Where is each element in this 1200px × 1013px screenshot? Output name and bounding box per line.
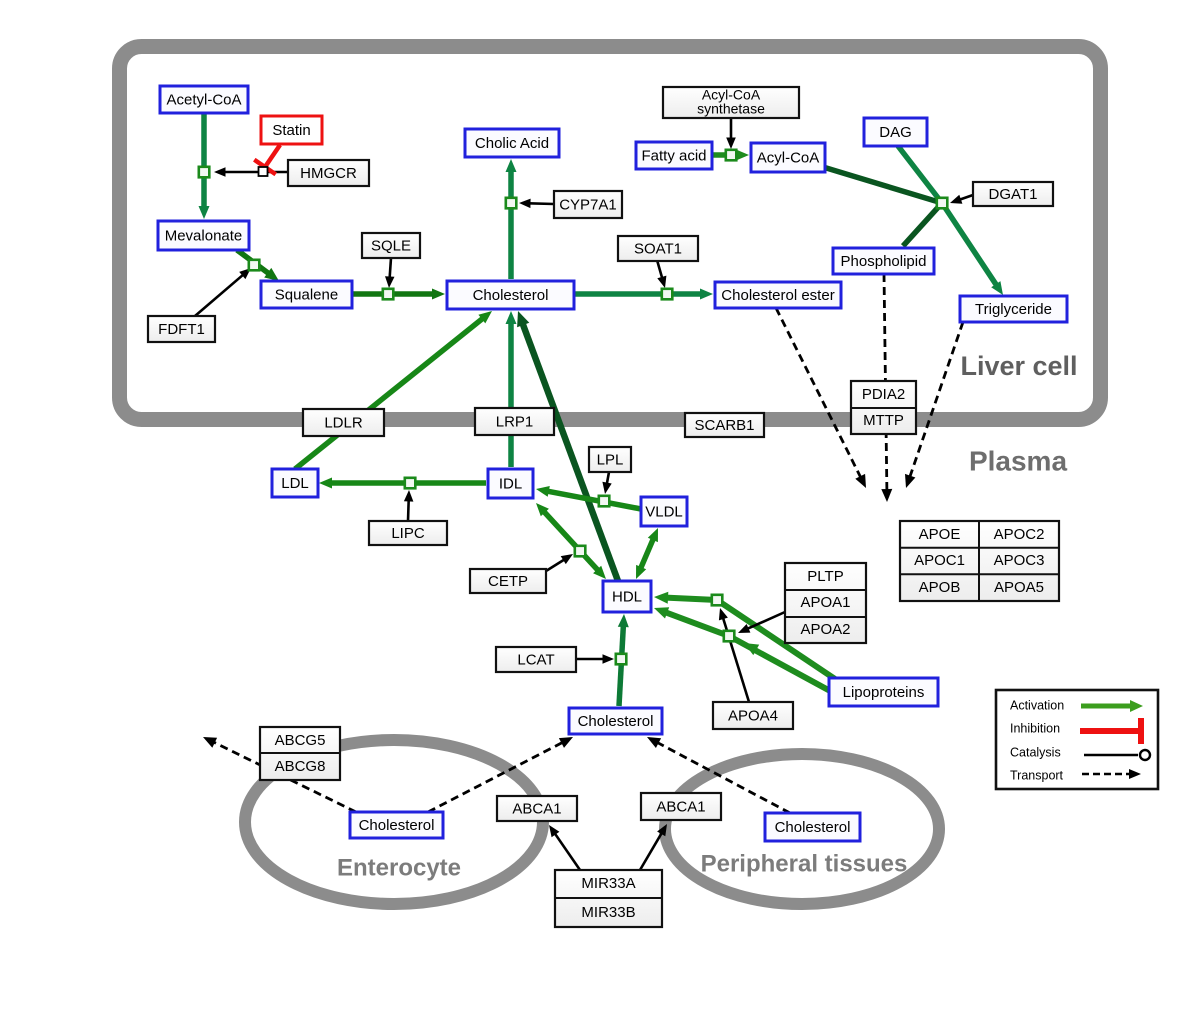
svg-text:LPL: LPL [597, 451, 624, 468]
svg-text:Cholic Acid: Cholic Acid [475, 135, 549, 152]
svg-text:LDLR: LDLR [324, 414, 363, 431]
svg-text:ABCG5: ABCG5 [275, 732, 326, 749]
svg-text:Peripheral tissues: Peripheral tissues [701, 850, 908, 877]
svg-text:APOC3: APOC3 [994, 552, 1045, 569]
svg-text:Catalysis: Catalysis [1010, 745, 1061, 759]
svg-text:LRP1: LRP1 [496, 413, 534, 430]
svg-text:Transport: Transport [1010, 768, 1064, 782]
svg-text:Plasma: Plasma [969, 445, 1067, 476]
svg-text:Liver cell: Liver cell [960, 351, 1077, 381]
svg-text:ABCA1: ABCA1 [512, 800, 561, 817]
svg-text:Triglyceride: Triglyceride [975, 301, 1052, 318]
svg-text:IDL: IDL [499, 475, 522, 492]
svg-text:Mevalonate: Mevalonate [165, 227, 243, 244]
svg-text:Cholesterol: Cholesterol [473, 287, 549, 304]
svg-text:ABCA1: ABCA1 [656, 798, 705, 815]
svg-text:CETP: CETP [488, 573, 528, 590]
svg-text:DAG: DAG [879, 124, 912, 141]
svg-text:FDFT1: FDFT1 [158, 321, 205, 338]
svg-text:Fatty acid: Fatty acid [641, 147, 706, 164]
svg-text:SOAT1: SOAT1 [634, 240, 682, 257]
svg-text:Acetyl-CoA: Acetyl-CoA [166, 91, 241, 108]
svg-text:Statin: Statin [272, 122, 310, 139]
svg-text:APOE: APOE [919, 526, 961, 543]
svg-text:APOA5: APOA5 [994, 579, 1044, 596]
svg-text:APOB: APOB [919, 579, 961, 596]
svg-text:LCAT: LCAT [517, 651, 554, 668]
svg-text:HMGCR: HMGCR [300, 165, 357, 182]
svg-text:Acyl-CoA: Acyl-CoA [757, 149, 820, 166]
svg-text:Enterocyte: Enterocyte [337, 854, 461, 881]
svg-text:Activation: Activation [1010, 698, 1064, 712]
svg-text:Phospholipid: Phospholipid [841, 253, 927, 270]
svg-text:APOC1: APOC1 [914, 552, 965, 569]
svg-text:Lipoproteins: Lipoproteins [843, 684, 925, 701]
svg-text:ABCG8: ABCG8 [275, 758, 326, 775]
svg-text:HDL: HDL [612, 588, 642, 605]
svg-text:PLTP: PLTP [807, 568, 843, 585]
svg-text:Cholesterol: Cholesterol [775, 819, 851, 836]
svg-text:Inhibition: Inhibition [1010, 721, 1060, 735]
svg-text:MTTP: MTTP [863, 412, 904, 429]
svg-text:DGAT1: DGAT1 [989, 186, 1038, 203]
svg-text:SQLE: SQLE [371, 237, 411, 254]
svg-text:APOA2: APOA2 [800, 621, 850, 638]
svg-text:PDIA2: PDIA2 [862, 386, 905, 403]
svg-text:MIR33B: MIR33B [581, 904, 635, 921]
svg-text:Cholesterol ester: Cholesterol ester [721, 287, 834, 304]
svg-text:APOA1: APOA1 [800, 594, 850, 611]
svg-text:LDL: LDL [281, 475, 309, 492]
svg-text:CYP7A1: CYP7A1 [559, 196, 617, 213]
svg-text:APOA4: APOA4 [728, 707, 778, 724]
svg-text:APOC2: APOC2 [994, 526, 1045, 543]
svg-text:synthetase: synthetase [697, 101, 765, 117]
svg-text:Squalene: Squalene [275, 286, 338, 303]
svg-text:Cholesterol: Cholesterol [359, 817, 435, 834]
svg-text:Acyl-CoA: Acyl-CoA [702, 87, 761, 103]
svg-text:VLDL: VLDL [645, 503, 683, 520]
svg-text:LIPC: LIPC [391, 525, 425, 542]
svg-text:SCARB1: SCARB1 [694, 417, 754, 434]
svg-text:MIR33A: MIR33A [581, 875, 635, 892]
svg-text:Cholesterol: Cholesterol [578, 713, 654, 730]
